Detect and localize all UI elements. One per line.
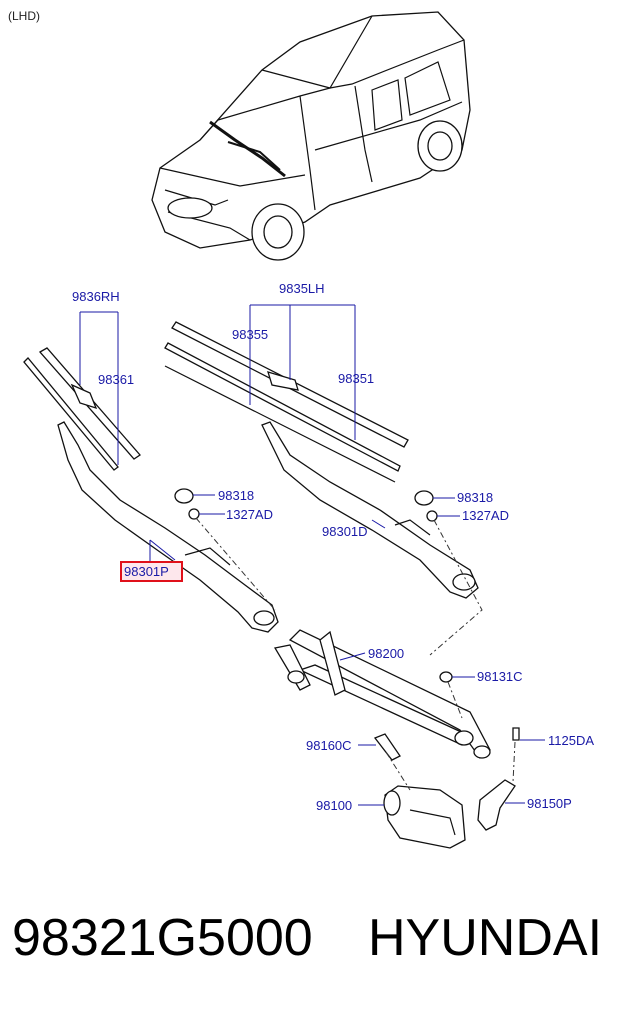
footer-caption: 98321G5000 HYUNDAI — [0, 906, 620, 976]
brand-name: HYUNDAI — [368, 909, 603, 967]
label-98160C: 98160C — [306, 738, 352, 753]
wiper-blade-lh — [164, 321, 409, 483]
label-98351: 98351 — [338, 371, 374, 386]
label-98100: 98100 — [316, 798, 352, 813]
wiper-motor-98100 — [383, 785, 466, 849]
car-illustration — [151, 11, 471, 261]
label-98131C: 98131C — [477, 669, 523, 684]
wiper-parts-diagram: (LHD) — [8, 9, 594, 849]
label-98200: 98200 — [368, 646, 404, 661]
part-number: 98321G5000 — [12, 909, 313, 967]
part-labels: 9836RH 9835LH 98355 98361 98351 98318 13… — [72, 281, 594, 813]
label-98150P: 98150P — [527, 796, 572, 811]
label-1327AD-right: 1327AD — [462, 508, 509, 523]
label-98318-left: 98318 — [218, 488, 254, 503]
label-98301D: 98301D — [322, 524, 368, 539]
wiper-arm-98301D — [261, 421, 479, 599]
label-9836RH: 9836RH — [72, 289, 120, 304]
wiper-linkage-98200 — [273, 629, 491, 759]
label-98361: 98361 — [98, 372, 134, 387]
highlight-box-98301P — [120, 561, 183, 582]
label-9835LH: 9835LH — [279, 281, 325, 296]
label-98318-right: 98318 — [457, 490, 493, 505]
bushing-98160C — [373, 733, 401, 761]
wiper-blade-rh — [23, 347, 141, 471]
label-98301P: 98301P — [124, 564, 169, 579]
label-1125DA: 1125DA — [548, 733, 594, 748]
label-1327AD-left: 1327AD — [226, 507, 273, 522]
drive-side-note: (LHD) — [8, 9, 40, 23]
label-98355: 98355 — [232, 327, 268, 342]
assembly-lines — [195, 517, 516, 791]
bracket-98150P — [477, 779, 516, 831]
leader-lines — [79, 304, 545, 806]
wiper-arm-98301P — [57, 421, 279, 633]
